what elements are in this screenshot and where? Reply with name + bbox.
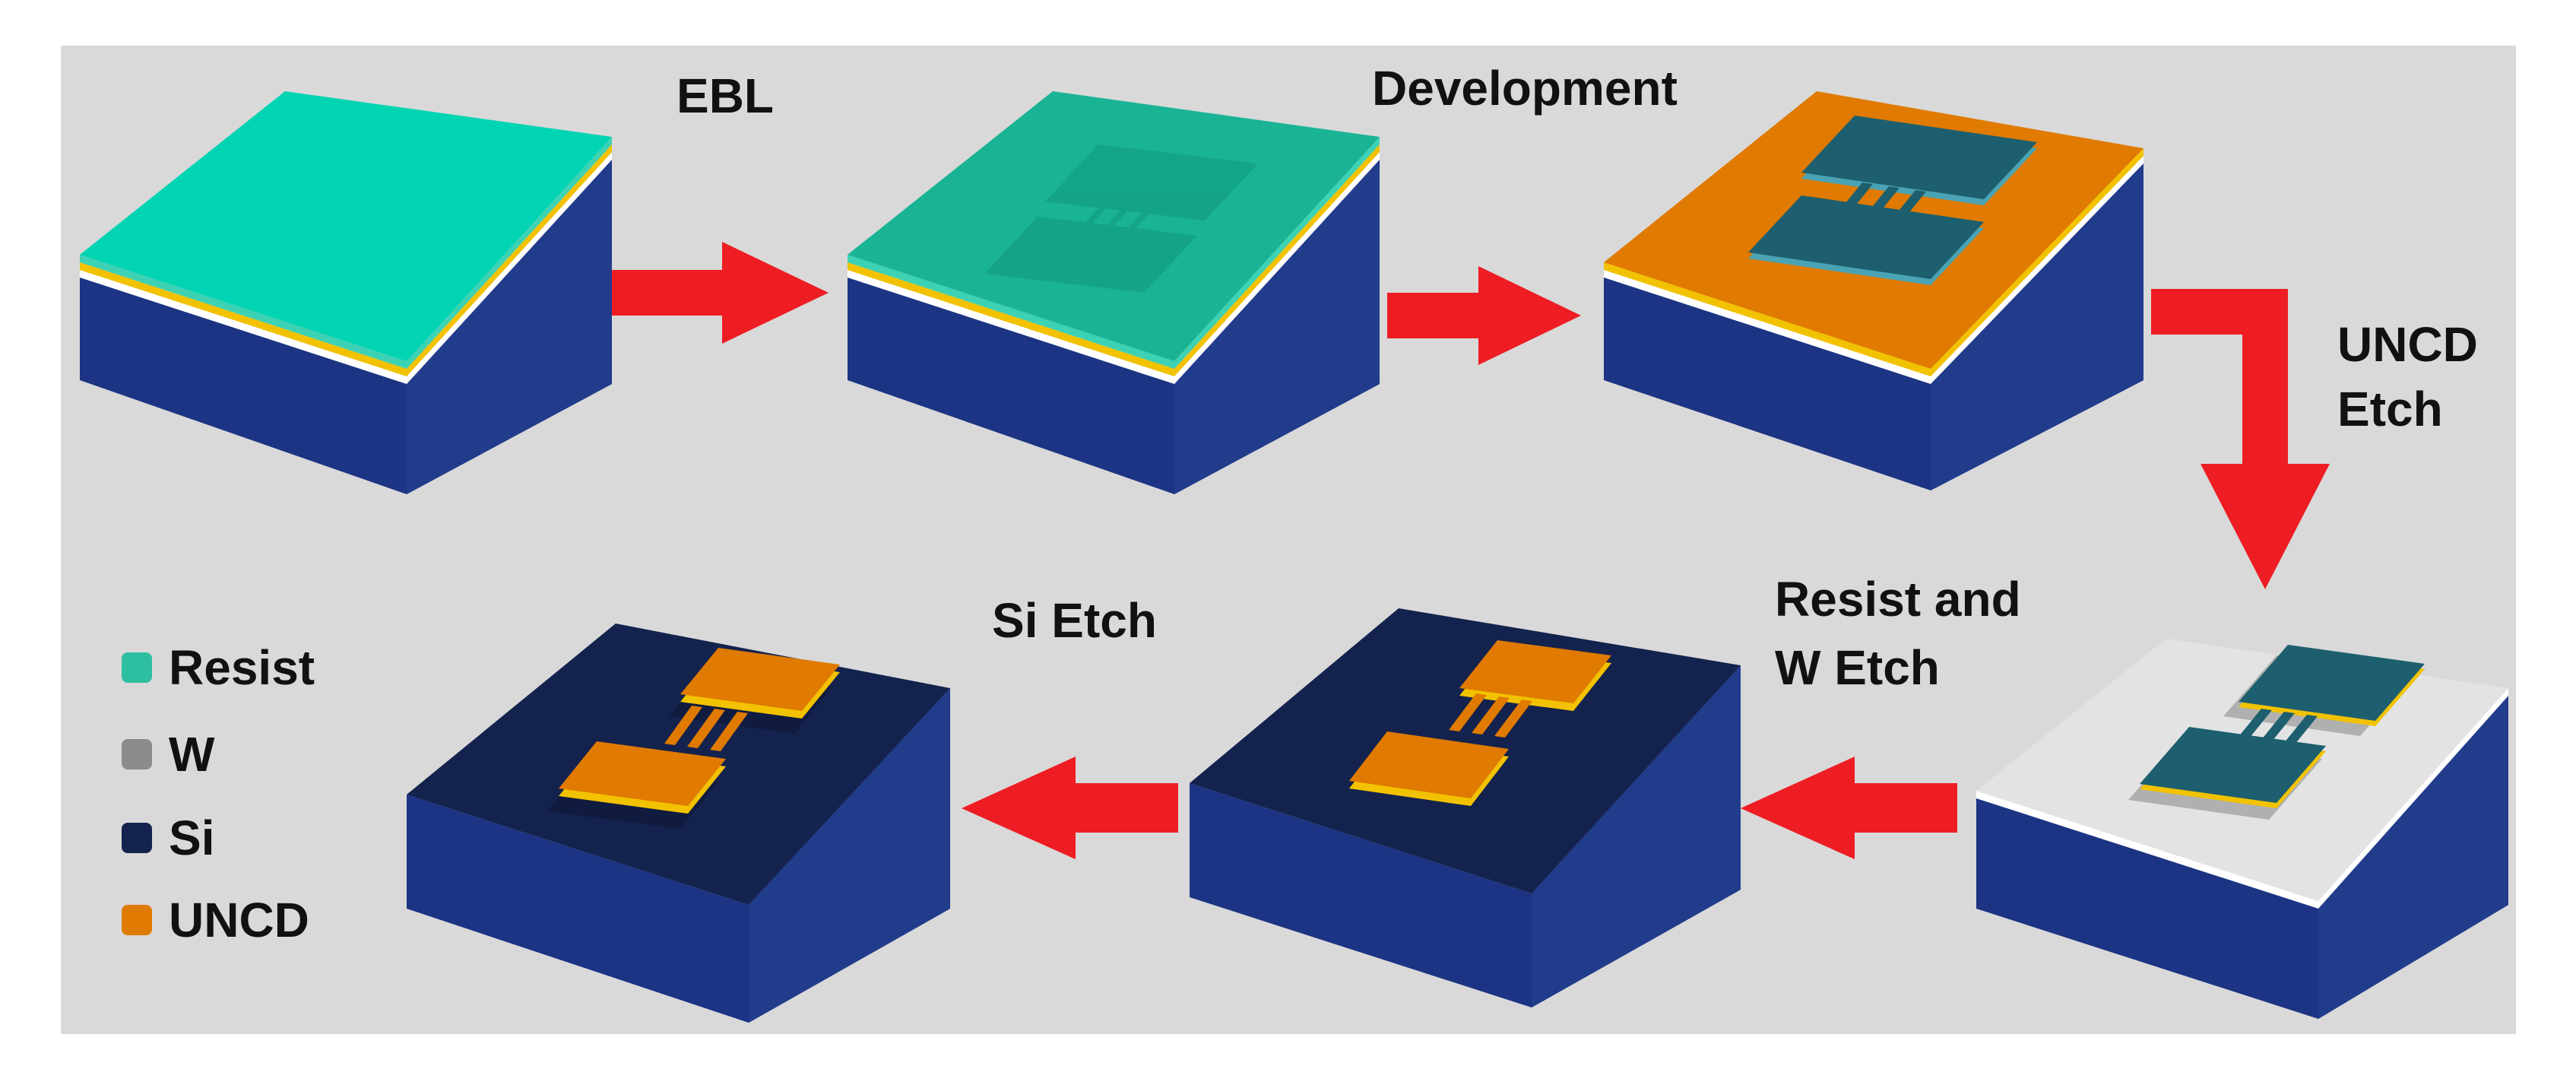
block-developed — [1604, 91, 2143, 490]
step-label-resist-w-etch-line1: Resist and — [1775, 572, 2021, 627]
suspended-uncd-structure — [547, 648, 840, 829]
step-label-resist-w-etch-line2: W Etch — [1775, 640, 1940, 695]
legend-label-resist: Resist — [169, 640, 315, 695]
legend-swatch-resist — [122, 652, 152, 683]
block-exposed-resist — [848, 91, 1380, 494]
arrow-si-etch — [962, 757, 1178, 859]
legend-label-si: Si — [169, 811, 214, 865]
arrow-ebl — [612, 242, 829, 344]
block-si-etched — [407, 623, 950, 1023]
etched-pattern — [2128, 645, 2425, 820]
uncd-beam-structure — [1349, 640, 1611, 806]
latent-pattern — [984, 144, 1258, 293]
step-label-si-etch: Si Etch — [992, 593, 1157, 648]
legend-label-w: W — [169, 727, 215, 782]
legend-label-uncd: UNCD — [169, 893, 309, 947]
block-w-etched — [1190, 608, 1741, 1007]
step-label-ebl: EBL — [676, 68, 774, 123]
legend: Resist W Si UNCD — [122, 640, 315, 947]
arrow-resist-w-etch — [1741, 757, 1957, 859]
legend-swatch-uncd — [122, 905, 152, 935]
arrow-development — [1387, 266, 1581, 365]
step-label-development: Development — [1372, 61, 1678, 116]
block-resist-coated — [80, 91, 612, 494]
legend-swatch-si — [122, 823, 152, 853]
step-label-uncd-etch-line2: Etch — [2337, 382, 2443, 436]
step-label-uncd-etch-line1: UNCD — [2337, 317, 2478, 372]
resist-top-surface — [80, 91, 612, 361]
arrow-uncd-etch — [2151, 289, 2330, 589]
legend-swatch-w — [122, 739, 152, 769]
developed-pattern — [1748, 116, 2037, 285]
block-uncd-etched — [1976, 639, 2508, 1019]
